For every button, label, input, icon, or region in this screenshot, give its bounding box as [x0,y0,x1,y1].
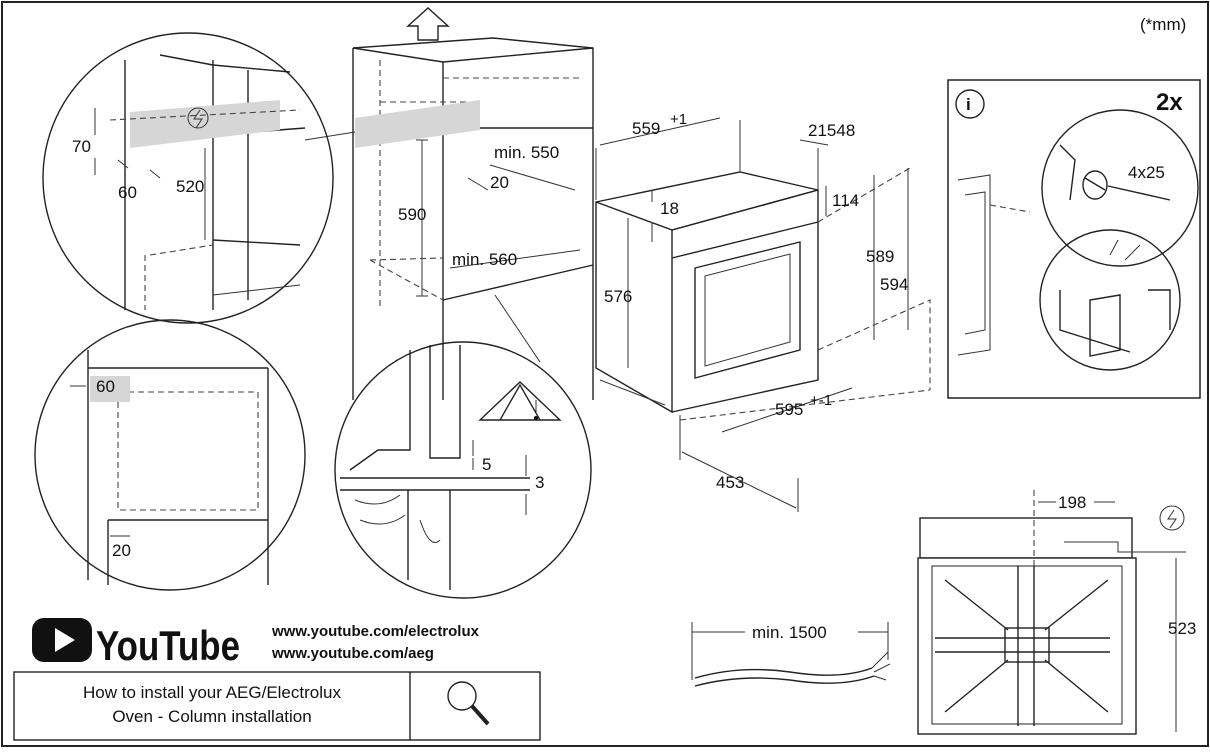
dim-5: 5 [482,455,491,474]
dim-595: 595 [775,400,803,419]
electric-point-icon [1159,505,1185,531]
cable-detail: min. 1500 [691,622,891,687]
arrow-up-icon [406,7,450,41]
oven-dimensions: 559 +1 21548 18 114 576 589 594 595 +-1 … [595,111,931,512]
dim-523: 523 [1168,619,1196,638]
dim-min-550: min. 550 [494,143,559,162]
youtube-url-electrolux[interactable]: www.youtube.com/electrolux [271,623,480,640]
dim-114: 114 [832,191,859,210]
dim-520: 520 [176,177,204,196]
search-icon[interactable] [447,681,477,711]
unit-note: (*mm) [1140,15,1186,34]
dim-21548: 21548 [808,121,855,140]
dim-60-top: 60 [118,183,137,202]
shelf-detail: 5 3 [334,341,592,599]
howto-line-2: Oven - Column installation [112,707,311,726]
dim-576: 576 [604,287,632,306]
fixing-count: 2x [1156,89,1183,116]
top-view: 198 523 [917,490,1196,735]
howto-box[interactable]: How to install your AEG/Electrolux Oven … [13,671,541,741]
dim-559-tolerance: +1 [670,111,687,128]
youtube-logo-text: YouTube [96,622,240,669]
dim-594: 594 [880,275,908,294]
dim-min-560: min. 560 [452,250,517,269]
howto-line-1: How to install your AEG/Electrolux [83,683,341,702]
dim-595-tolerance: +-1 [810,392,832,409]
cabinet-bottom-detail: 60 20 [34,319,306,591]
screw-spec: 4x25 [1128,163,1165,182]
dim-18: 18 [660,199,679,218]
dim-20-column: 20 [490,173,509,192]
dim-589: 589 [866,247,894,266]
youtube-url-aeg[interactable]: www.youtube.com/aeg [271,645,434,662]
dim-60-bottom: 60 [96,377,115,396]
dim-559: 559 [632,119,660,138]
dim-3: 3 [535,473,544,492]
dim-198: 198 [1058,493,1086,512]
dim-min-1500: min. 1500 [752,623,827,642]
youtube-block[interactable]: YouTube www.youtube.com/electrolux www.y… [32,618,480,669]
fixing-panel: i 2x 4x25 [947,79,1201,399]
dim-70: 70 [72,137,91,156]
info-icon [955,89,985,119]
dim-453: 453 [716,473,744,492]
cabinet-top-detail: 70 60 520 [42,32,334,324]
dim-20-bottom: 20 [112,541,131,560]
electric-symbol-icon [187,107,209,129]
dim-590: 590 [398,205,426,224]
svg-text:i: i [966,95,971,114]
cabinet-column: 590 min. 550 20 min. 560 [304,7,594,400]
warning-icon [478,381,562,421]
